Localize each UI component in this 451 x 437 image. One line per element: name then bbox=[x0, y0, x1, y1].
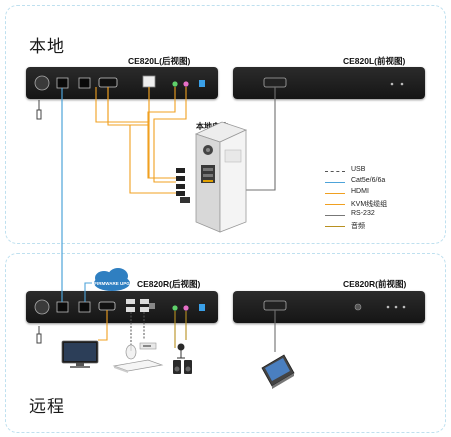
legend-label: RS-232 bbox=[351, 210, 375, 217]
mic-port-icon bbox=[183, 81, 189, 87]
audio-port-icon bbox=[172, 81, 178, 87]
audio-port-icon bbox=[172, 305, 178, 311]
local-front-ports bbox=[263, 77, 404, 88]
microphone-icon bbox=[177, 343, 185, 359]
remote-section-title: 远程 bbox=[29, 397, 65, 417]
mic-port-icon bbox=[183, 305, 189, 311]
cable-plugs bbox=[176, 168, 190, 203]
cloud-label: FIRMWARE UPG bbox=[94, 281, 130, 286]
usb-port-icon bbox=[126, 299, 135, 304]
cloud-icon: FIRMWARE UPG bbox=[94, 268, 130, 291]
power-adapter-icon bbox=[36, 100, 42, 344]
usb-port-icon bbox=[140, 307, 149, 312]
remote-rear-label: CE820R(后视图) bbox=[137, 279, 201, 289]
local-section-panel bbox=[5, 5, 446, 244]
ground-screw-icon bbox=[34, 299, 50, 315]
local-rear-ports bbox=[34, 75, 205, 91]
usb-device-icon bbox=[139, 342, 157, 350]
remote-front-label: CE820R(前视图) bbox=[343, 279, 407, 289]
usb-b-port-icon bbox=[142, 75, 156, 88]
port-icon bbox=[149, 303, 155, 309]
legend: USB Cat5e/6/6a HDMI KVM线缆组 RS-232 音频 bbox=[325, 166, 435, 236]
remote-section-panel bbox=[5, 253, 446, 433]
legend-label: USB bbox=[351, 166, 366, 173]
hdmi-port-icon bbox=[98, 77, 118, 88]
remote-front-ports bbox=[263, 300, 406, 311]
speakers-icon bbox=[173, 360, 192, 374]
usb-cable bbox=[148, 87, 176, 179]
legend-label: KVM线缆组 bbox=[351, 201, 388, 208]
rs232-port-icon bbox=[263, 77, 287, 88]
remote-rear-ports bbox=[34, 299, 205, 315]
rj45-port-icon bbox=[78, 77, 91, 89]
kvm-cable-set bbox=[95, 87, 187, 194]
rj45-port-icon bbox=[56, 77, 69, 89]
dip-switch-icon bbox=[199, 304, 205, 311]
usb-port-icon bbox=[126, 307, 135, 312]
dip-switch-icon bbox=[199, 80, 205, 87]
monitor-icon bbox=[61, 340, 99, 368]
rj45-port-icon bbox=[56, 301, 69, 313]
keyboard-icon bbox=[112, 359, 164, 373]
firmware-cable bbox=[84, 282, 92, 302]
legend-label: 音频 bbox=[351, 223, 365, 230]
local-rear-label: CE820L(后视图) bbox=[128, 56, 191, 66]
mouse-icon bbox=[125, 344, 137, 360]
ground-screw-icon bbox=[34, 75, 50, 91]
local-front-label: CE820L(前视图) bbox=[343, 56, 406, 66]
usb-port-icon bbox=[140, 299, 149, 304]
local-section-title: 本地 bbox=[29, 37, 65, 57]
hdmi-port-icon bbox=[98, 301, 116, 311]
hdmi-cable bbox=[98, 310, 108, 341]
legend-label: Cat5e/6/6a bbox=[351, 177, 386, 184]
legend-label: HDMI bbox=[351, 188, 369, 195]
rs232-port-icon bbox=[263, 300, 287, 311]
rj45-port-icon bbox=[78, 301, 91, 313]
touch-panel-icon bbox=[261, 354, 295, 389]
computer-tower-icon bbox=[194, 121, 248, 233]
